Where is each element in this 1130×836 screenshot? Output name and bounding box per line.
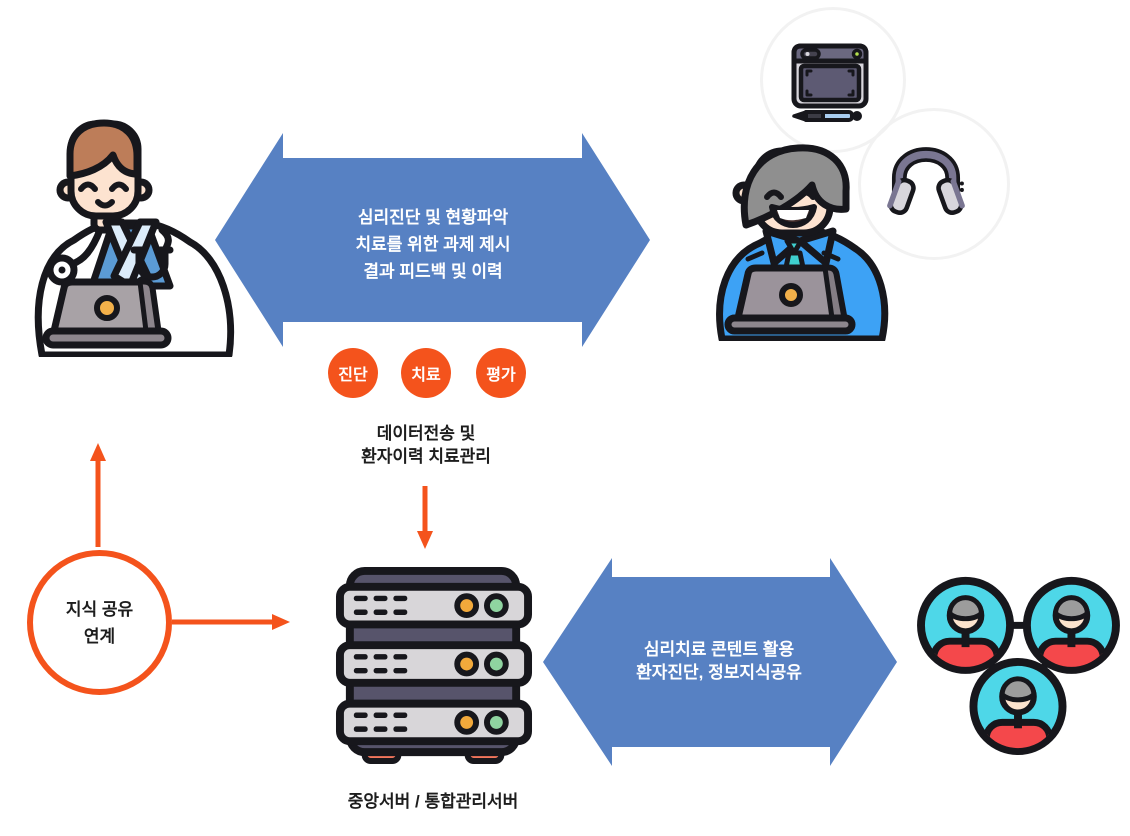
stylus-icon — [792, 110, 862, 122]
people-network-icon — [917, 576, 1120, 756]
server-panel-2 — [335, 641, 533, 687]
knowledge-share-circle: 지식 공유 연계 — [27, 550, 172, 695]
bottom-bidirectional-arrow — [543, 558, 897, 766]
server-caption: 중앙서버 / 통합관리서버 — [347, 792, 519, 811]
server-panel-1 — [335, 582, 533, 629]
decor-circle-tablet — [760, 7, 906, 153]
badge-treatment-label: 치료 — [411, 367, 441, 384]
top-bidirectional-arrow — [215, 133, 650, 347]
arrow-knowledge-to-doctor — [90, 443, 106, 547]
network-person — [1022, 576, 1120, 674]
network-person — [917, 576, 1015, 674]
headphones-icon — [887, 147, 965, 216]
decor-circle-headphones — [858, 108, 1010, 260]
arrow-data-to-server — [417, 486, 433, 549]
badge-diagnosis-label: 진단 — [338, 367, 368, 384]
top-arrow-line-3: 결과 피드백 및 이력 — [363, 262, 503, 281]
badge-evaluation: 평가 — [476, 348, 526, 398]
badge-evaluation-label: 평가 — [486, 367, 516, 384]
data-caption-line-1: 데이터전송 및 — [376, 424, 476, 443]
network-person — [969, 658, 1067, 756]
patient-illustration — [716, 144, 889, 341]
data-caption-line-2: 환자이력 치료관리 — [361, 447, 491, 466]
knowledge-line-2: 연계 — [83, 626, 116, 646]
arrow-knowledge-to-server — [172, 614, 290, 630]
knowledge-line-1: 지식 공유 — [65, 599, 134, 619]
drawing-tablet-icon — [791, 43, 869, 122]
doctor-illustration — [34, 119, 235, 357]
bottom-arrow-line-1: 심리치료 콘텐트 활용 — [643, 640, 795, 659]
server-panel-3 — [335, 699, 533, 746]
screen-corner-marks — [805, 69, 855, 97]
server-icon — [335, 566, 533, 764]
badge-diagnosis: 진단 — [328, 348, 378, 398]
bottom-arrow-label: 심리치료 콘텐트 활용 환자진단, 정보지식공유 — [636, 638, 802, 684]
badge-treatment: 치료 — [401, 348, 451, 398]
bottom-arrow-line-2: 환자진단, 정보지식공유 — [636, 663, 802, 682]
top-arrow-label: 심리진단 및 현황파악 치료를 위한 과제 제시 결과 피드백 및 이력 — [356, 204, 511, 285]
data-transfer-caption: 데이터전송 및 환자이력 치료관리 — [361, 422, 491, 468]
top-arrow-line-1: 심리진단 및 현황파악 — [357, 208, 509, 227]
top-arrow-line-2: 치료를 위한 과제 제시 — [355, 235, 511, 254]
